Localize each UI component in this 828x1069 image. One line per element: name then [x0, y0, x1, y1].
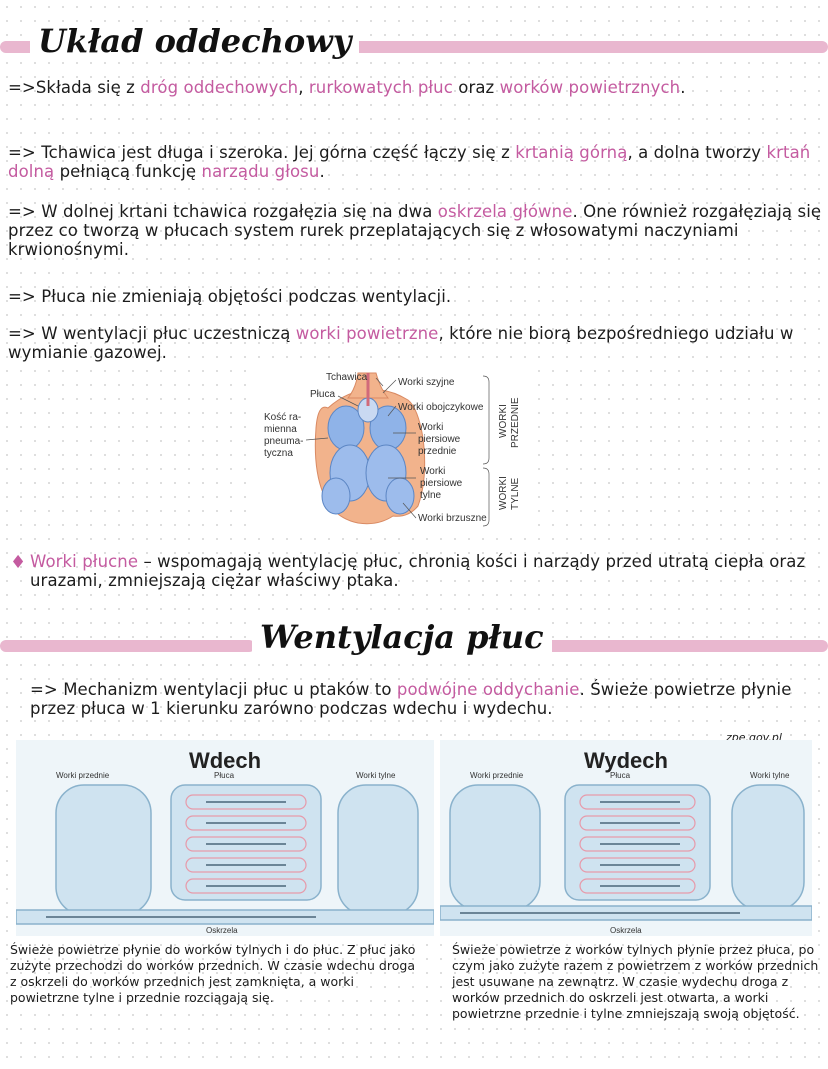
inhale-front-label: Worki przednie	[56, 771, 110, 780]
label-kosc-4: tyczna	[264, 448, 293, 459]
label-kosc-2: mienna	[264, 424, 297, 435]
inhale-front-sac	[55, 784, 152, 916]
air-sacs-figure: Tchawica Płuca Worki szyjne Worki obojcz…	[258, 368, 530, 530]
para-trachea: => Tchawica jest długa i szeroka. Jej gó…	[8, 143, 811, 181]
label-brzuszne: Worki brzuszne	[418, 513, 487, 524]
exhale-front-sac	[449, 784, 541, 911]
inhale-diagram: Wdech Worki przednie Płuca Worki tylne O…	[16, 740, 434, 936]
title2-band-left	[0, 640, 255, 652]
inhale-lungs	[170, 784, 322, 901]
label-szyjne: Worki szyjne	[398, 377, 455, 388]
para-bronchi: => W dolnej krtani tchawica rozgałęzia s…	[8, 202, 822, 259]
section-title: Wentylacja płuc	[252, 618, 552, 656]
sac-abdominal-right	[385, 477, 415, 515]
title-band-left	[0, 41, 36, 53]
label-obojczykowe: Worki obojczykowe	[398, 402, 484, 413]
label-piersiowe-tylne-1: Worki	[420, 466, 445, 477]
exhale-arrows	[460, 801, 740, 914]
exhale-front-label: Worki przednie	[470, 771, 524, 780]
inhale-title: Wdech	[189, 748, 261, 773]
group-back-1: WORKI	[498, 476, 509, 510]
inhale-back-sac	[337, 784, 419, 916]
label-piersiowe-przednie-2: piersiowe	[418, 434, 461, 445]
inhale-back-label: Worki tylne	[356, 771, 396, 780]
sac-abdominal-left	[321, 477, 351, 515]
para-lungs-volume: => Płuca nie zmieniają objętości podczas…	[8, 287, 452, 306]
diamond-bullet-icon: ♦	[10, 552, 27, 573]
exhale-diagram: Wydech Worki przednie Płuca Worki tylne …	[440, 740, 812, 936]
inhale-arrows	[46, 801, 316, 918]
page-title: Układ oddechowy	[30, 22, 360, 60]
para-air-sac-function: Worki płucne – wspomagają wentylację płu…	[30, 552, 806, 590]
group-front-1: WORKI	[498, 404, 509, 438]
label-piersiowe-tylne-3: tylne	[420, 490, 442, 501]
label-kosc-1: Kość ra-	[264, 412, 301, 423]
exhale-caption: Świeże powietrze z worków tylnych płynie…	[452, 942, 819, 1021]
exhale-lungs	[564, 784, 711, 901]
exhale-back-label: Worki tylne	[750, 771, 790, 780]
label-piersiowe-tylne-2: piersiowe	[420, 478, 463, 489]
para-structure: =>Składa się z dróg oddechowych, rurkowa…	[8, 78, 686, 97]
label-pluca: Płuca	[310, 389, 335, 400]
inhale-parabronchi	[185, 794, 307, 894]
label-kosc-3: pneuma-	[264, 436, 303, 447]
label-piersiowe-przednie-1: Worki	[418, 422, 443, 433]
label-tchawica: Tchawica	[326, 372, 368, 383]
inhale-caption: Świeże powietrze płynie do worków tylnyc…	[10, 942, 416, 1005]
exhale-parabronchi	[579, 794, 696, 894]
exhale-bronchi-label: Oskrzela	[610, 926, 642, 935]
title2-band-right	[545, 640, 828, 652]
inhale-bronchi-label: Oskrzela	[206, 926, 238, 935]
inhale-lungs-label: Płuca	[214, 771, 235, 780]
group-back-2: TYLNE	[510, 477, 521, 510]
label-piersiowe-przednie-3: przednie	[418, 446, 457, 457]
exhale-title: Wydech	[584, 748, 668, 773]
para-double-breathing: => Mechanizm wentylacji płuc u ptaków to…	[30, 680, 792, 718]
exhale-back-sac	[731, 784, 805, 911]
para-air-sacs: => W wentylacji płuc uczestniczą worki p…	[8, 324, 794, 362]
group-front-2: PRZEDNIE	[510, 397, 521, 448]
exhale-lungs-label: Płuca	[610, 771, 631, 780]
title-band-right	[342, 41, 828, 53]
